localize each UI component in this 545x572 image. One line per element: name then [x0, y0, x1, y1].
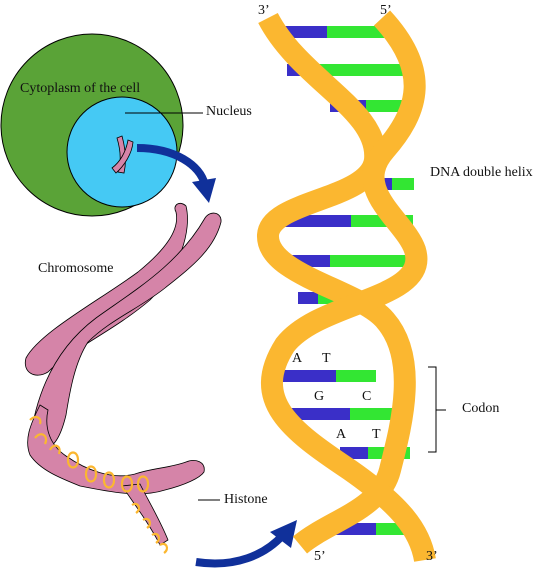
dna-backbones [257, 10, 436, 563]
codon-base-c: C [362, 389, 372, 404]
codon-base-a-2: A [336, 427, 347, 442]
dna-helix-label: DNA double helix [430, 165, 533, 180]
backbone-strand-b [261, 10, 436, 563]
arrow-histone-to-dna [195, 520, 297, 568]
histone-label: Histone [224, 492, 268, 507]
cytoplasm-label: Cytoplasm of the cell [20, 81, 141, 96]
chromosome-shape [24, 203, 222, 546]
codon-base-a-1: A [292, 351, 303, 366]
chromosome-label: Chromosome [38, 261, 114, 276]
arrow-cell-to-chromosome [136, 144, 216, 203]
nucleus-label: Nucleus [206, 104, 252, 119]
backbone-strand-a [257, 12, 416, 554]
codon-base-g: G [314, 389, 325, 404]
codon-base-t-1: T [322, 351, 331, 366]
codon-bracket [428, 366, 446, 453]
codon-base-t-2: T [372, 427, 381, 442]
codon-label: Codon [462, 401, 500, 416]
strand-end-top-right: 5’ [380, 3, 392, 18]
strand-end-bottom-left: 5’ [314, 549, 326, 564]
nucleus-chromosome-icon [111, 135, 134, 174]
base-pair-codon-1 [270, 370, 376, 382]
strand-end-bottom-right: 3’ [426, 549, 438, 564]
histone-coils [29, 415, 169, 554]
strand-end-top-left: 3’ [258, 3, 270, 18]
base-pair-1 [283, 26, 385, 38]
